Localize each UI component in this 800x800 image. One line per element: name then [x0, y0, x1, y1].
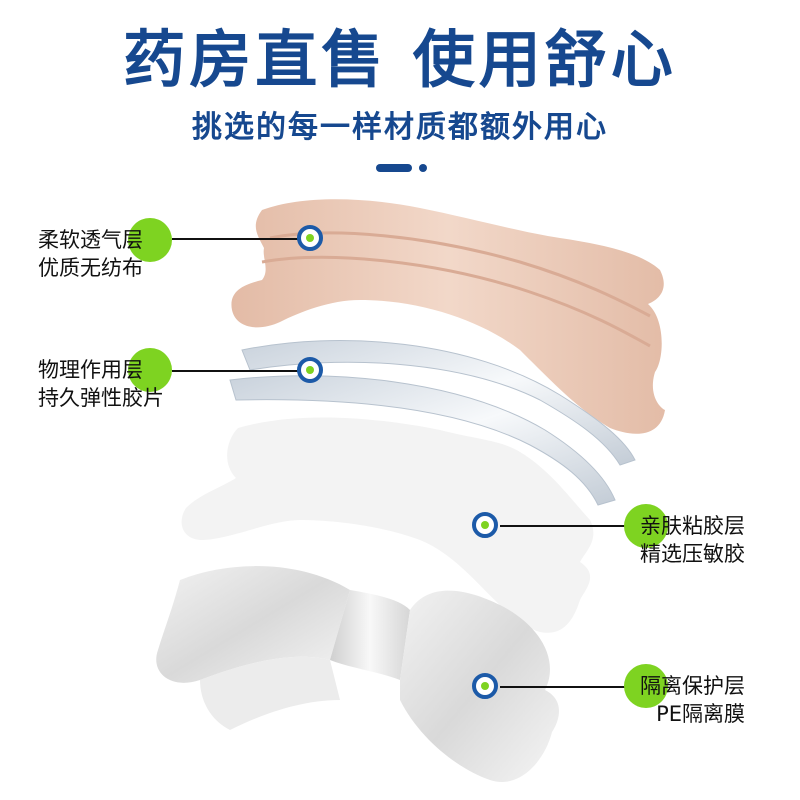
layer1-desc: 优质无纺布: [38, 256, 143, 280]
layer4-desc: PE隔离膜: [656, 702, 745, 726]
layer3-marker-icon: [472, 512, 498, 538]
layer3-connector: [500, 525, 628, 527]
layer2-desc: 持久弹性胶片: [38, 386, 164, 410]
layer1-label: 柔软透气层 优质无纺布: [38, 226, 143, 282]
release-film-shape: [156, 566, 560, 782]
layer2-marker-icon: [297, 357, 323, 383]
nonwoven-layer-shape: [231, 199, 665, 434]
layer3-name: 亲肤粘胶层: [640, 514, 745, 538]
layer1-connector: [172, 238, 298, 240]
layer1-marker-icon: [297, 225, 323, 251]
elastic-band-shape: [229, 340, 636, 506]
page-title: 药房直售 使用舒心: [123, 23, 677, 96]
layer3-desc: 精选压敏胶: [640, 542, 745, 566]
layer2-connector: [172, 370, 298, 372]
title-divider: [376, 164, 412, 172]
page-subtitle: 挑选的每一样材质都额外用心: [192, 110, 608, 145]
layer4-label: 隔离保护层 PE隔离膜: [640, 672, 745, 728]
layer2-highlight: [128, 348, 172, 392]
layer1-highlight: [128, 218, 172, 262]
layer2-label: 物理作用层 持久弹性胶片: [38, 356, 164, 412]
layer2-name: 物理作用层: [38, 358, 143, 382]
layer4-name: 隔离保护层: [640, 674, 745, 698]
layer3-label: 亲肤粘胶层 精选压敏胶: [640, 512, 745, 568]
layer4-connector: [500, 686, 628, 688]
adhesive-layer-shape: [181, 417, 594, 633]
layer4-marker-icon: [472, 673, 498, 699]
layer1-name: 柔软透气层: [38, 228, 143, 252]
layer3-highlight: [624, 504, 668, 548]
layer4-highlight: [624, 664, 668, 708]
title-divider-dot: [419, 164, 427, 172]
